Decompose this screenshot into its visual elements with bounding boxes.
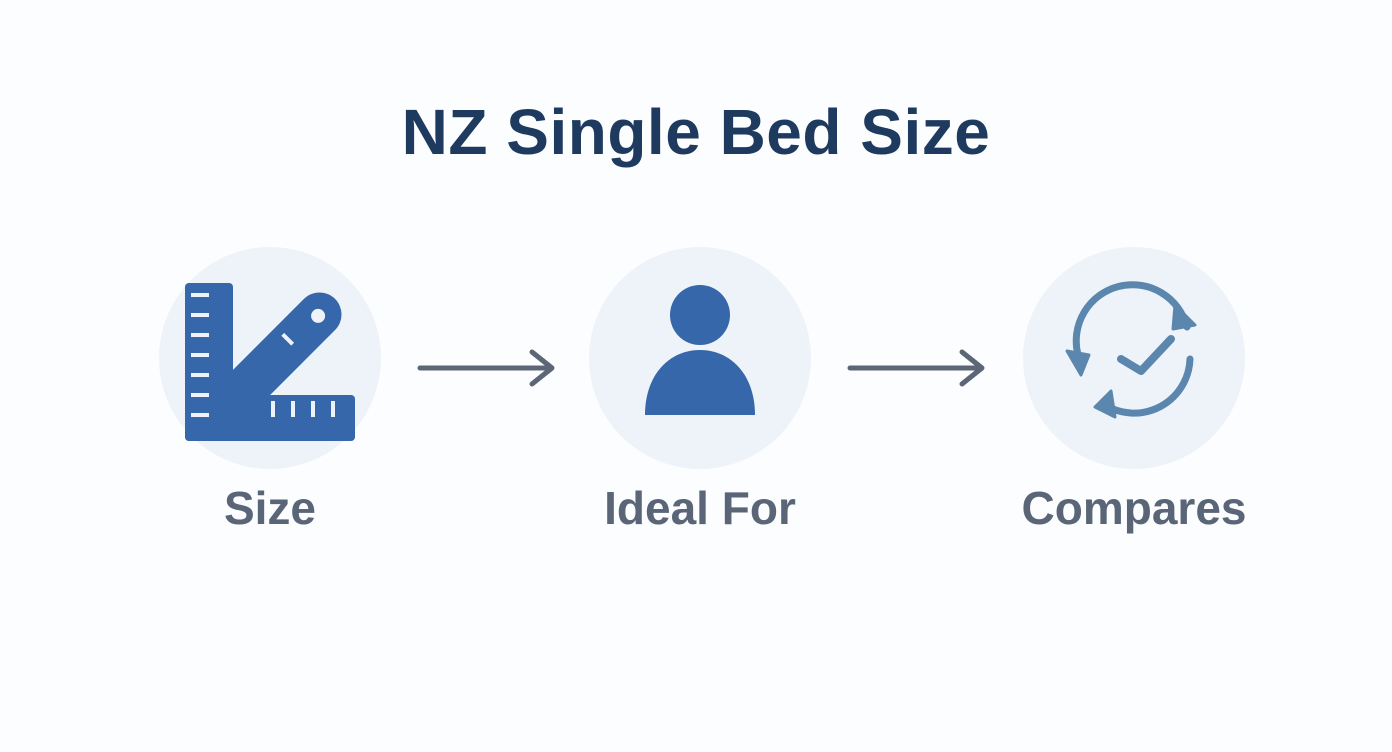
step-compares-circle [1023, 247, 1245, 469]
refresh-clock-icon [1065, 281, 1197, 419]
step-size-label: Size [223, 482, 317, 534]
step-ideal-for-circle [589, 247, 811, 469]
step-ideal-for: Ideal For [570, 244, 830, 544]
step-size-circle [159, 247, 381, 469]
step-compares: Compares [1004, 244, 1264, 544]
arrow-right-icon [847, 349, 985, 387]
step-ideal-for-label: Ideal For [604, 482, 796, 534]
step-size: Size [140, 244, 400, 544]
step-compares-label: Compares [1021, 482, 1247, 534]
diagram-title: NZ Single Bed Size [401, 96, 991, 168]
person-icon [645, 285, 755, 415]
arrow-right-icon [417, 349, 555, 387]
ruler-square-icon [185, 283, 355, 441]
